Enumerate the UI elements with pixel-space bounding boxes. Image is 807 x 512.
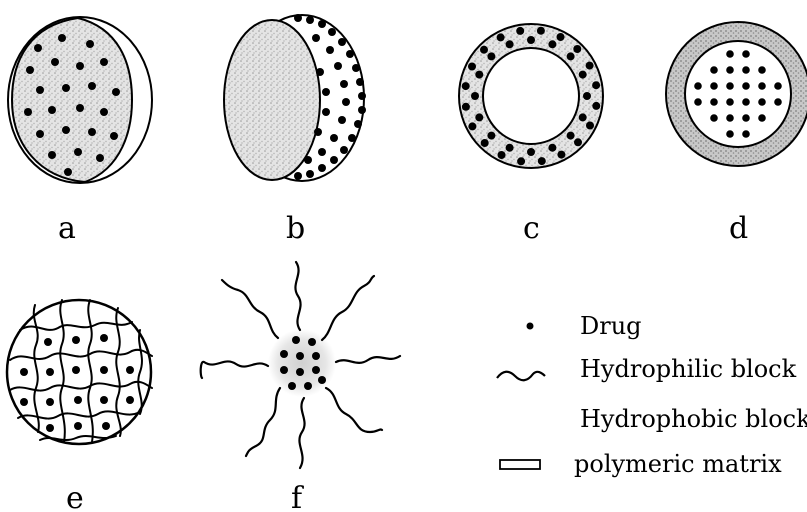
legend-hydrophilic-icon: [497, 372, 545, 381]
panel-d-figure: [666, 22, 807, 166]
panel-label-f: f: [291, 481, 304, 512]
legend-hydrophobic-label: Hydrophobic block: [580, 405, 807, 433]
panel-b-figure: [224, 14, 366, 181]
panel-label-e: e: [66, 481, 84, 512]
panel-label-b: b: [286, 211, 305, 246]
panel-label-c: c: [523, 211, 540, 246]
panel-f-figure: [201, 262, 400, 468]
panel-a-figure: [8, 17, 152, 183]
legend: Drug Hydrophilic block Hydrophobic block…: [497, 312, 807, 478]
panel-c-figure: [459, 24, 603, 168]
legend-drug-icon: [527, 323, 534, 330]
legend-hydrophilic-label: Hydrophilic block: [580, 355, 797, 383]
legend-matrix-icon: [500, 460, 540, 469]
panel-label-a: a: [58, 211, 76, 246]
panel-e-figure: [7, 300, 152, 444]
legend-matrix-label: polymeric matrix: [574, 450, 782, 478]
legend-drug-label: Drug: [580, 312, 642, 340]
panel-label-d: d: [729, 211, 748, 246]
